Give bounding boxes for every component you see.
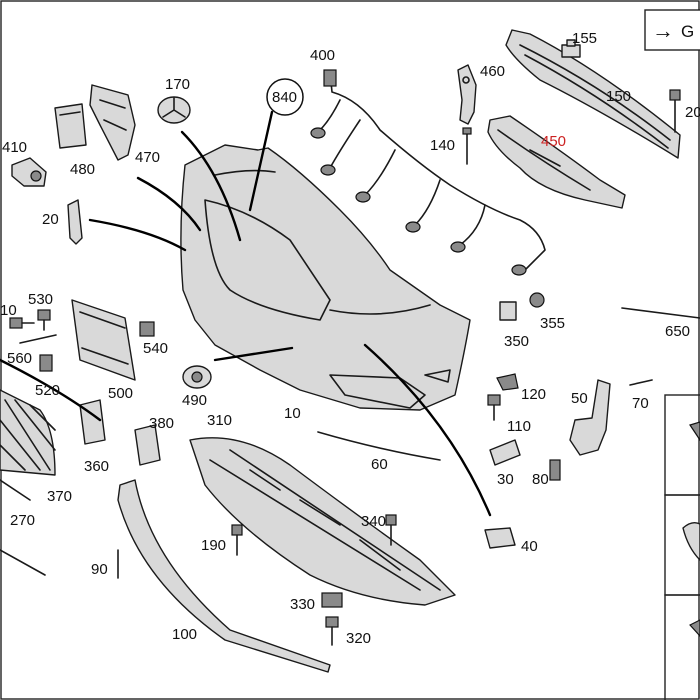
- part-140-pin[interactable]: [462, 127, 472, 165]
- part-label-20[interactable]: 20: [42, 211, 59, 228]
- part-label-520[interactable]: 520: [35, 382, 60, 399]
- part-label-320[interactable]: 320: [346, 630, 371, 647]
- part-10-bolt-left[interactable]: [9, 317, 35, 329]
- part-label-530[interactable]: 530: [28, 291, 53, 308]
- part-170-emblem[interactable]: [157, 96, 191, 124]
- leader-lines: [0, 110, 492, 517]
- part-120-retainer[interactable]: [496, 373, 519, 391]
- part-label-330[interactable]: 330: [290, 596, 315, 613]
- part-360-bracket[interactable]: [79, 399, 106, 445]
- part-label-170[interactable]: 170: [165, 76, 190, 93]
- part-label-370[interactable]: 370: [47, 488, 72, 505]
- part-540-clip[interactable]: [139, 321, 155, 337]
- detail-panels: [664, 394, 700, 700]
- part-310-undertray[interactable]: [189, 437, 456, 606]
- part-label-410[interactable]: 410: [2, 139, 27, 156]
- part-450-grille-bracket[interactable]: [487, 115, 626, 209]
- part-label-40[interactable]: 40: [521, 538, 538, 555]
- part-100-splitter[interactable]: [117, 479, 331, 673]
- part-label-310[interactable]: 310: [207, 412, 232, 429]
- part-190-bolt[interactable]: [231, 524, 243, 556]
- part-label-20r[interactable]: 20: [685, 104, 700, 121]
- part-label-355[interactable]: 355: [540, 315, 565, 332]
- part-110-bolt[interactable]: [487, 394, 501, 421]
- part-label-350[interactable]: 350: [504, 333, 529, 350]
- part-80-clip[interactable]: [549, 459, 561, 481]
- part-label-540[interactable]: 540: [143, 340, 168, 357]
- part-470-bracket[interactable]: [89, 84, 136, 161]
- part-60-strip[interactable]: [317, 431, 441, 461]
- part-150-grille-trim[interactable]: [505, 29, 681, 159]
- part-label-70[interactable]: 70: [632, 395, 649, 412]
- part-20-bracket-left[interactable]: [67, 199, 83, 245]
- part-label-100[interactable]: 100: [172, 626, 197, 643]
- part-label-560[interactable]: 560: [7, 350, 32, 367]
- part-label-50[interactable]: 50: [571, 390, 588, 407]
- part-350-clip[interactable]: [499, 301, 517, 321]
- part-320-bolt[interactable]: [325, 616, 339, 646]
- part-340-bolt[interactable]: [385, 514, 397, 546]
- part-30-cover[interactable]: [489, 439, 521, 466]
- part-50-side-bracket[interactable]: [569, 379, 611, 456]
- part-lower-left-strip: [0, 549, 46, 576]
- part-155-clip[interactable]: [561, 39, 581, 58]
- part-label-650[interactable]: 650: [665, 323, 690, 340]
- nav-arrow-text: G: [681, 22, 694, 41]
- part-10-bumper-cover[interactable]: [180, 144, 471, 411]
- part-label-840[interactable]: 840: [272, 89, 297, 106]
- part-labels: 155 150 20 400 460 170 840 450 410 480 470 140 20 10 5…: [0, 30, 700, 647]
- part-330-clip[interactable]: [321, 592, 343, 608]
- part-label-380[interactable]: 380: [149, 415, 174, 432]
- part-355-nut[interactable]: [529, 292, 545, 308]
- part-label-360[interactable]: 360: [84, 458, 109, 475]
- part-label-470[interactable]: 470: [135, 149, 160, 166]
- part-label-490[interactable]: 490: [182, 392, 207, 409]
- part-label-140[interactable]: 140: [430, 137, 455, 154]
- part-270-strip[interactable]: [0, 479, 31, 501]
- part-label-450[interactable]: 450: [541, 133, 566, 150]
- part-70-pin[interactable]: [629, 379, 653, 386]
- part-label-10[interactable]: 10: [284, 405, 301, 422]
- part-label-460[interactable]: 460: [480, 63, 505, 80]
- nav-box[interactable]: → G: [644, 9, 700, 51]
- part-500-plate-bracket[interactable]: [71, 299, 136, 381]
- part-label-480[interactable]: 480: [70, 161, 95, 178]
- part-label-80[interactable]: 80: [532, 471, 549, 488]
- part-490-sensor[interactable]: [182, 365, 212, 389]
- part-40-clip[interactable]: [484, 527, 516, 549]
- part-label-155[interactable]: 155: [572, 30, 597, 47]
- part-560-pin[interactable]: [19, 334, 57, 344]
- part-380-bracket[interactable]: [134, 424, 161, 466]
- part-520-clip[interactable]: [39, 354, 53, 372]
- part-label-150[interactable]: 150: [606, 88, 631, 105]
- part-label-340[interactable]: 340: [361, 513, 386, 530]
- part-label-500[interactable]: 500: [108, 385, 133, 402]
- part-label-30[interactable]: 30: [497, 471, 514, 488]
- nav-arrow-icon: →: [652, 18, 674, 43]
- part-label-10a[interactable]: 10: [0, 302, 17, 319]
- part-20-bolt-right[interactable]: [669, 89, 681, 133]
- part-label-110[interactable]: 110: [507, 418, 531, 435]
- part-840-callout[interactable]: [266, 78, 304, 116]
- part-370-grille-mesh[interactable]: [0, 389, 56, 476]
- part-label-120[interactable]: 120: [521, 386, 546, 403]
- part-400-wiring-harness[interactable]: [310, 69, 546, 276]
- part-label-400[interactable]: 400: [310, 47, 335, 64]
- part-label-90[interactable]: 90: [91, 561, 108, 578]
- part-530-screw[interactable]: [37, 309, 51, 331]
- part-480-module[interactable]: [54, 103, 87, 149]
- part-410-sensor[interactable]: [11, 157, 47, 187]
- part-460-bracket[interactable]: [457, 64, 477, 125]
- part-650-strip[interactable]: [621, 307, 700, 319]
- part-label-270[interactable]: 270: [10, 512, 35, 529]
- part-label-60[interactable]: 60: [371, 456, 388, 473]
- part-label-190[interactable]: 190: [201, 537, 226, 554]
